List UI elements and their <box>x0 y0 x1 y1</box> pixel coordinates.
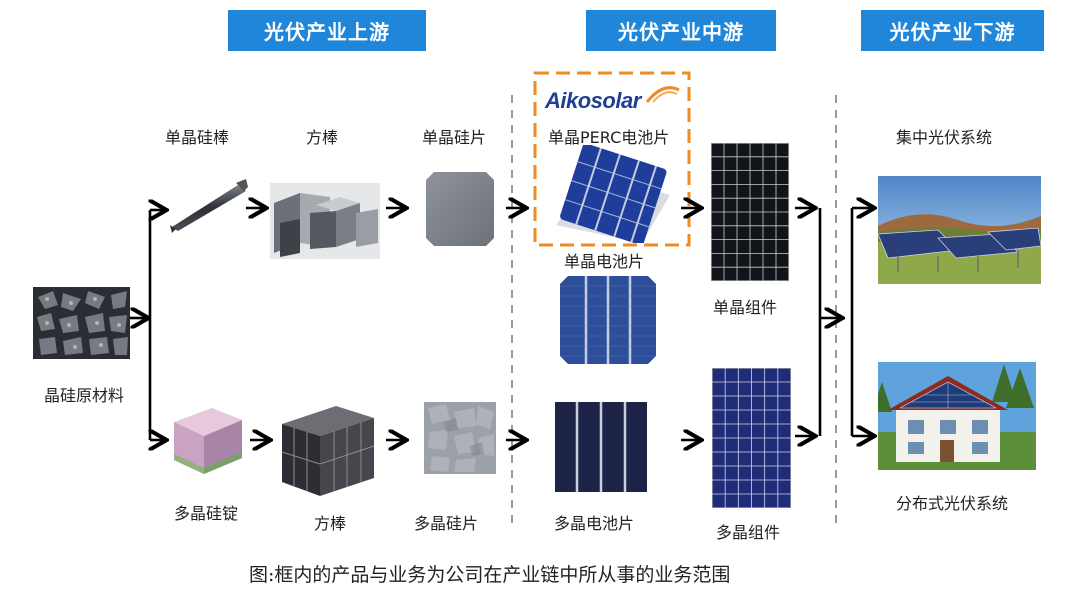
mono-square-rods-image <box>270 183 380 259</box>
header-midstream-text: 光伏产业中游 <box>618 20 744 44</box>
label-poly-wafer: 多晶硅片 <box>414 514 479 533</box>
poly-square-rods-image <box>281 406 375 496</box>
header-downstream: 光伏产业下游 <box>861 10 1044 51</box>
mono-module-image <box>711 143 789 281</box>
figure-caption: 图:框内的产品与业务为公司在产业链中所从事的业务范围 <box>249 564 731 586</box>
mono-wafer-image <box>426 172 494 246</box>
mono-rod-image <box>170 179 248 233</box>
centralized-system-image <box>878 176 1041 284</box>
label-centralized: 集中光伏系统 <box>896 128 993 147</box>
poly-cell-image <box>555 402 647 492</box>
header-upstream-text: 光伏产业上游 <box>264 20 390 44</box>
label-perc-cell: 单晶PERC电池片 <box>548 128 670 147</box>
mono-cell-image <box>560 276 656 364</box>
raw-material-image <box>33 287 130 359</box>
label-mono-module: 单晶组件 <box>713 298 778 317</box>
label-mono-square: 方棒 <box>306 128 339 147</box>
poly-wafer-image <box>424 402 496 474</box>
label-mono-rod: 单晶硅棒 <box>165 128 230 147</box>
header-downstream-text: 光伏产业下游 <box>889 20 1016 44</box>
distributed-system-image <box>878 362 1036 470</box>
aiko-logo-text: Aikosolar <box>545 88 641 113</box>
label-poly-ingot: 多晶硅锭 <box>174 504 239 523</box>
header-midstream: 光伏产业中游 <box>586 10 776 51</box>
label-distributed: 分布式光伏系统 <box>896 494 1009 513</box>
aiko-logo: Aikosolar <box>545 80 685 116</box>
poly-module-image <box>712 368 791 508</box>
label-poly-module: 多晶组件 <box>716 523 781 542</box>
header-upstream: 光伏产业上游 <box>228 10 426 51</box>
poly-ingot-image <box>174 408 242 474</box>
perc-cell-image <box>556 145 670 243</box>
label-mono-wafer: 单晶硅片 <box>422 128 487 147</box>
label-poly-cell: 多晶电池片 <box>554 514 635 533</box>
highlight-box <box>533 71 691 247</box>
label-raw-material: 晶硅原材料 <box>44 386 125 405</box>
label-mono-cell: 单晶电池片 <box>564 252 645 271</box>
label-poly-square: 方棒 <box>314 514 347 533</box>
sun-logo-icon <box>645 86 680 103</box>
